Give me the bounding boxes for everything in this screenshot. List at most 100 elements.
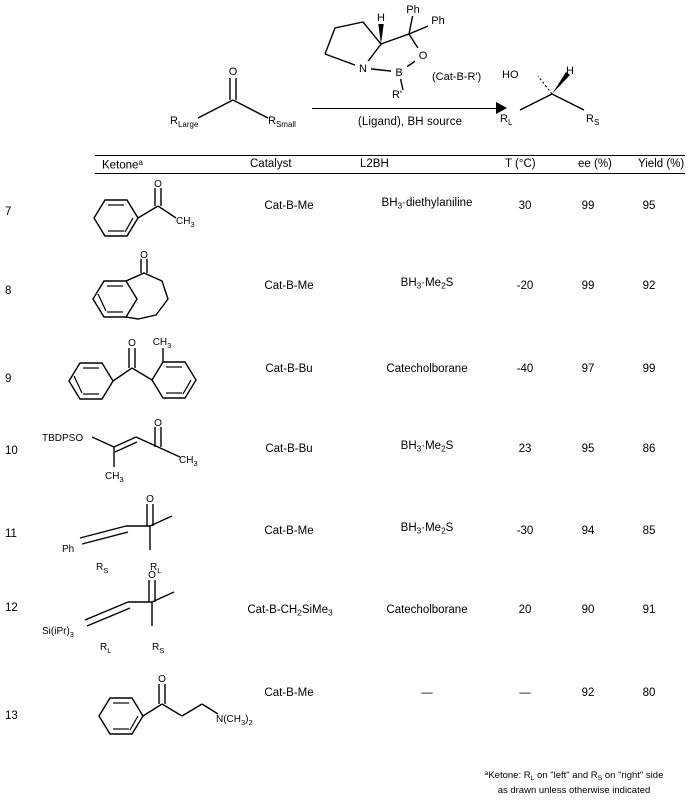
footnote-line1-post: on "right" side bbox=[602, 769, 664, 781]
product-ho-label: HO bbox=[502, 69, 519, 81]
catalyst-name-label: (Cat-B-R') bbox=[432, 71, 481, 83]
cell-l2bh: BH3·diethylaniline bbox=[352, 197, 502, 210]
row-number: 7 bbox=[5, 206, 12, 218]
cell-yield: 95 bbox=[642, 200, 656, 212]
row-12-rsmall-label: RS bbox=[152, 642, 164, 655]
l2bh-post: ·diethylaniline bbox=[402, 197, 473, 209]
row-number: 13 bbox=[5, 710, 18, 722]
row-13-oxygen-label: O bbox=[158, 674, 166, 685]
substrate-rlarge-label: RLarge bbox=[170, 115, 199, 129]
l2bh-sub: 3 bbox=[416, 526, 422, 536]
cell-yield: 80 bbox=[642, 687, 656, 699]
row-9-methyl-label: CH3 bbox=[153, 337, 172, 350]
row-10-methyl-b-label: CH3 bbox=[105, 471, 124, 484]
row-9-oxygen-label: O bbox=[128, 338, 136, 349]
catalyst-n-label: N bbox=[359, 63, 367, 75]
cell-ee: 97 bbox=[581, 363, 595, 375]
cell-l2bh: Catecholborane bbox=[386, 604, 468, 616]
cell-temperature: 30 bbox=[518, 200, 532, 212]
footnote-sub-l: L bbox=[530, 774, 535, 782]
cell-temperature: -40 bbox=[516, 363, 534, 375]
product-h-label: H bbox=[566, 65, 574, 77]
cell-yield: 85 bbox=[642, 525, 656, 537]
product-rsmall-label: RS bbox=[586, 113, 599, 127]
cell-yield: 99 bbox=[642, 363, 656, 375]
row-12-oxygen-label: O bbox=[148, 570, 156, 581]
catalyst-ph1-label: Ph bbox=[406, 4, 419, 16]
footnote-line1-mid: on "left" and R bbox=[534, 769, 598, 781]
row-number: 12 bbox=[5, 602, 18, 614]
header-yield: Yield (%) bbox=[638, 158, 685, 170]
cell-l2bh: Catecholborane bbox=[386, 363, 468, 375]
table-row: 11 O Ph RS RL Cat-B-Me BH3·Me2S -30 94 bbox=[0, 490, 700, 580]
l2bh-pre: BH bbox=[381, 197, 398, 209]
cell-yield: 86 bbox=[642, 443, 656, 455]
row-number: 11 bbox=[5, 528, 17, 540]
row-13-amine-label: N(CH3)2 bbox=[216, 714, 253, 727]
cell-temperature: — bbox=[519, 687, 531, 699]
table-row: 12 O Si(iPr)3 RL RS Cat-B-CH2SiMe3 Catec… bbox=[0, 562, 700, 657]
l2bh-post: S bbox=[445, 277, 454, 289]
catalyst-sub: 2 bbox=[297, 608, 302, 618]
table-row: 7 O CH3 Cat-B-Me BH3·diethylaniline 30 9… bbox=[0, 179, 700, 248]
table-top-rule bbox=[95, 155, 685, 156]
row-11-rlarge-label: RL bbox=[150, 562, 161, 575]
l2bh-pre: BH bbox=[400, 522, 417, 534]
cell-l2bh: BH3·Me2S bbox=[352, 522, 502, 535]
row-12-silyl-label: Si(iPr)3 bbox=[42, 626, 74, 639]
cell-ee: 90 bbox=[581, 604, 595, 616]
l2bh-sub: 3 bbox=[416, 444, 422, 454]
footnote-line2: as drawn unless otherwise indicated bbox=[497, 784, 651, 796]
footnote-sub-s: S bbox=[597, 774, 603, 782]
header-catalyst: Catalyst bbox=[250, 158, 292, 170]
catalyst-sub2: 3 bbox=[328, 608, 333, 618]
l2bh-pre: BH bbox=[400, 277, 417, 289]
header-l2bh: L2BH bbox=[360, 158, 389, 170]
catalyst-h-label: H bbox=[377, 12, 385, 24]
cell-yield: 91 bbox=[642, 604, 656, 616]
cell-temperature: -20 bbox=[516, 280, 534, 292]
header-ketone: Ketonea bbox=[102, 158, 143, 172]
header-ketone-footnote-marker: a bbox=[138, 158, 143, 167]
l2bh-mid: ·Me bbox=[421, 277, 442, 289]
substrate-oxygen-label: O bbox=[229, 66, 238, 78]
l2bh-post: S bbox=[445, 522, 454, 534]
row-12-rlarge-label: RL bbox=[100, 642, 111, 655]
cell-temperature: 23 bbox=[518, 443, 532, 455]
cbs-catalyst-structure: H Ph Ph O N B R' (Cat-B-R') bbox=[305, 2, 505, 101]
header-ee: ee (%) bbox=[578, 158, 612, 170]
row-10-methyl-a-label: CH3 bbox=[179, 455, 198, 468]
footnote-marker: a bbox=[484, 770, 489, 777]
catalyst-pre: Cat-B-CH bbox=[247, 604, 298, 616]
substrate-rsmall-label: RSmall bbox=[268, 115, 296, 129]
cell-ee: 94 bbox=[581, 525, 595, 537]
row-8-ketone-structure: O bbox=[40, 250, 240, 330]
cell-catalyst: Cat-B-Me bbox=[264, 200, 314, 212]
cell-ee: 99 bbox=[581, 280, 595, 292]
cell-temperature: -30 bbox=[516, 525, 534, 537]
l2bh-pre: BH bbox=[400, 440, 417, 452]
arrow-label: (Ligand), BH source bbox=[357, 116, 463, 128]
l2bh-sub2: 2 bbox=[441, 444, 446, 454]
product-alcohol-structure: HO H RL RS bbox=[500, 60, 620, 127]
cell-yield: 92 bbox=[642, 280, 656, 292]
substrate-ketone-structure: O RLarge RSmall bbox=[168, 62, 298, 129]
catalyst-o-label: O bbox=[419, 50, 428, 62]
cell-catalyst: Cat-B-CH2SiMe3 bbox=[215, 604, 365, 617]
cell-l2bh: BH3·Me2S bbox=[352, 440, 502, 453]
l2bh-mid: ·Me bbox=[421, 440, 442, 452]
catalyst-mid: SiMe bbox=[301, 604, 329, 616]
row-10-tbdpso-label: TBDPSO bbox=[42, 433, 83, 444]
footnote-line1-pre: Ketone: R bbox=[488, 769, 531, 781]
cell-l2bh: — bbox=[421, 687, 433, 699]
row-7-oxygen-label: O bbox=[154, 179, 162, 190]
header-temperature: T (°C) bbox=[505, 158, 536, 170]
catalyst-b-label: B bbox=[395, 67, 402, 79]
cell-ee: 95 bbox=[581, 443, 595, 455]
catalyst-ph2-label: Ph bbox=[431, 15, 444, 27]
row-11-ketone-structure: O Ph RS RL bbox=[40, 490, 240, 580]
row-number: 9 bbox=[5, 373, 12, 385]
reaction-arrow: (Ligand), BH source bbox=[300, 98, 520, 138]
row-number: 10 bbox=[5, 445, 18, 457]
